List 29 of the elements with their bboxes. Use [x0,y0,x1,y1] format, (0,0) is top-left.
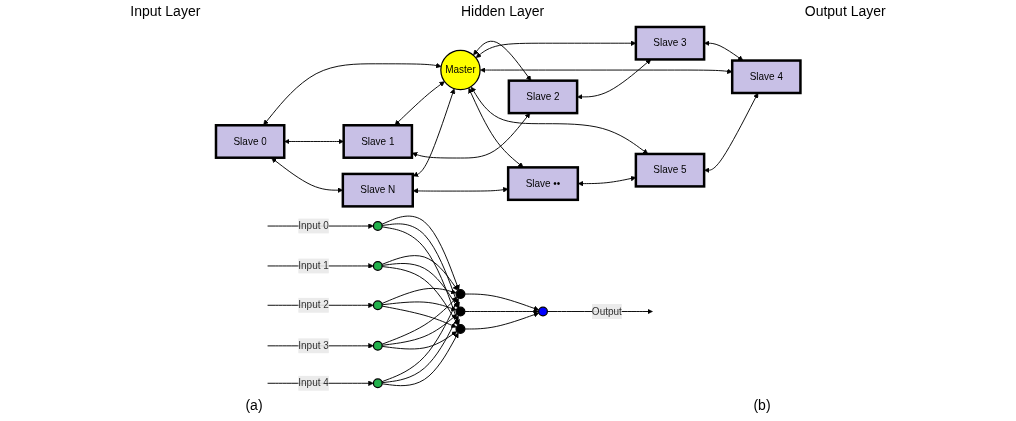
node-box: Slave 0 [214,124,286,159]
edge-label: Input 2 [298,299,329,311]
layer-heading: Input Layer [130,3,201,19]
layer-heading: Output Layer [804,3,886,19]
layer-heading: Hidden Layer [460,3,545,19]
edge-label: Input 3 [298,340,329,351]
node-circle [372,221,383,232]
node-circle [372,378,383,389]
node-circle [455,306,466,317]
node-box: Slave 2 [507,79,579,115]
node-circle [372,340,383,351]
node-circle [372,300,383,311]
panel-caption: (a) [245,397,263,415]
edge-label: Input 1 [298,260,329,271]
node-box: Slave 4 [730,59,802,95]
node-box: Slave 5 [634,152,706,188]
edge-label: Output [591,305,622,317]
node-box: Slave N [341,172,414,208]
node-box: Slave 3 [634,25,706,61]
node-box: Slave •• [506,166,579,202]
edge-label: Input 0 [298,220,329,232]
edge-label: Input 4 [298,377,329,389]
node-circle [455,324,466,334]
node-circle [455,289,466,300]
panel-caption: (b) [753,397,771,415]
node-box: Slave 1 [342,124,413,159]
node-circle: Master [440,49,481,91]
node-circle [537,306,548,317]
node-circle [372,260,383,271]
